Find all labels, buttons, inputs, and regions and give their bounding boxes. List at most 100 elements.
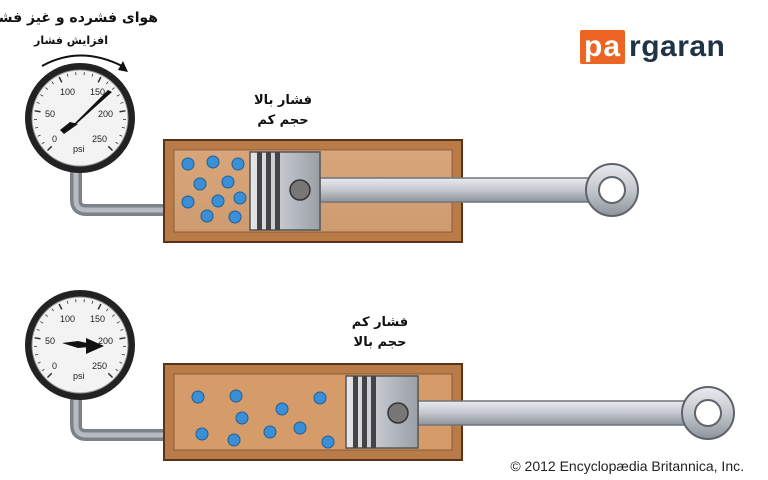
bottom-assembly: 0 50 100 150 200 250 psi	[25, 290, 735, 461]
bottom-air-molecules	[191, 389, 335, 449]
air-molecule	[195, 427, 209, 441]
gauge-tick-mark	[115, 141, 119, 145]
gauge-tick-mark	[36, 102, 40, 104]
top-gauge-needle	[60, 90, 112, 134]
gauge-tick-mark	[120, 329, 124, 331]
gauge-tick-mark	[111, 87, 115, 90]
top-cylinder-label-1: فشار بالا	[254, 93, 312, 108]
air-molecule	[313, 391, 327, 405]
gauge-tick-mark	[58, 303, 63, 310]
bottom-piston-rod	[417, 400, 701, 426]
gauge-tick-mark	[58, 76, 63, 83]
air-molecule	[181, 157, 195, 171]
copyright-notice: © 2012 Encyclopædia Britannica, Inc.	[510, 458, 744, 474]
gauge-tick-mark	[35, 353, 39, 356]
top-gauge-tick-100: 100	[60, 87, 75, 97]
top-gauge-tick-50: 50	[45, 109, 55, 119]
top-rod-eye	[585, 163, 639, 217]
top-gauge-tick-150: 150	[90, 87, 105, 97]
air-molecule	[227, 433, 241, 447]
air-molecule	[233, 191, 247, 205]
gauge-tick-mark	[121, 353, 125, 356]
air-molecule	[211, 194, 225, 208]
gauge-tick-mark	[51, 308, 54, 312]
bottom-cylinder-label-1: فشار کم	[352, 315, 408, 330]
air-molecule	[221, 175, 235, 189]
gauge-tick-mark	[36, 329, 40, 331]
bottom-gauge-needle	[62, 338, 104, 354]
bottom-piston	[345, 375, 419, 449]
top-gauge-ticks	[34, 72, 126, 152]
gauge-tick-mark	[41, 141, 45, 145]
bottom-gauge-tick-50: 50	[45, 336, 55, 346]
air-molecule	[231, 157, 245, 171]
gauge-tick-mark	[46, 372, 53, 379]
gauge-tick-mark	[51, 81, 54, 85]
top-assembly: 0 50 100 150 200 250 psi	[25, 54, 639, 243]
gauge-tick-mark	[120, 102, 124, 104]
air-molecule	[263, 425, 277, 439]
gauge-tick-mark	[91, 73, 94, 77]
bottom-pressure-gauge: 0 50 100 150 200 250 psi	[25, 290, 135, 400]
gauge-tick-mark	[121, 126, 125, 129]
bottom-gauge-unit: psi	[73, 371, 85, 381]
gauge-tick-mark	[91, 300, 94, 304]
gauge-tick-mark	[40, 94, 44, 97]
gauge-tick-mark	[119, 110, 126, 113]
gauge-tick-mark	[45, 87, 49, 90]
logo-text: rgaran	[629, 30, 726, 63]
gauge-tick-mark	[116, 94, 120, 97]
air-molecule	[191, 390, 205, 404]
air-molecule	[228, 210, 242, 224]
pressure-increase-label: افزایش فشار	[33, 34, 108, 47]
gauge-tick-mark	[35, 126, 39, 129]
air-molecule	[275, 402, 289, 416]
gauge-tick-mark	[119, 337, 126, 340]
bottom-rod-eye	[681, 386, 735, 440]
bottom-gauge-tick-150: 150	[90, 314, 105, 324]
top-pressure-gauge: 0 50 100 150 200 250 psi	[25, 63, 135, 173]
gauge-tick-mark	[37, 134, 41, 137]
top-piston-rod	[319, 177, 606, 203]
diagram-title: هوای فشرده و غیز فشرده	[0, 10, 158, 26]
gauge-tick-mark	[107, 372, 114, 379]
gauge-tick-mark	[45, 314, 49, 317]
top-air-molecules	[181, 155, 247, 224]
bottom-gauge-tick-250: 250	[92, 361, 107, 371]
gauge-tick-mark	[119, 361, 123, 364]
gauge-tick-mark	[97, 303, 102, 310]
gauge-tick-mark	[34, 337, 41, 340]
gauge-tick-mark	[97, 76, 102, 83]
air-molecule	[235, 411, 249, 425]
gauge-tick-mark	[119, 134, 123, 137]
bottom-gauge-tick-200: 200	[98, 336, 113, 346]
air-molecule	[200, 209, 214, 223]
air-molecule	[293, 421, 307, 435]
logo-highlight: pa	[580, 30, 626, 64]
bottom-cylinder-label-2: حجم بالا	[354, 335, 407, 350]
top-gauge-unit: psi	[73, 144, 85, 154]
top-gauge-tick-250: 250	[92, 134, 107, 144]
gauge-tick-mark	[115, 368, 119, 372]
bottom-gauge-tick-0: 0	[52, 361, 57, 371]
air-molecule	[206, 155, 220, 169]
gauge-tick-mark	[46, 145, 53, 152]
pargaran-logo: pa rgaran	[580, 30, 742, 64]
air-molecule	[321, 435, 335, 449]
top-cylinder-label-2: حجم کم	[257, 113, 308, 128]
gauge-tick-mark	[66, 300, 69, 304]
top-gauge-tick-0: 0	[52, 134, 57, 144]
gauge-tick-mark	[41, 368, 45, 372]
bottom-gauge-ticks	[34, 299, 126, 379]
air-molecule	[181, 195, 195, 209]
pressure-increase-arrow	[41, 54, 123, 67]
air-molecule	[229, 389, 243, 403]
bottom-gauge-tick-100: 100	[60, 314, 75, 324]
gauge-tick-mark	[34, 110, 41, 113]
top-gauge-tick-200: 200	[98, 109, 113, 119]
gauge-tick-mark	[111, 314, 115, 317]
gauge-tick-mark	[37, 361, 41, 364]
top-piston	[249, 151, 321, 231]
gauge-tick-mark	[116, 321, 120, 324]
